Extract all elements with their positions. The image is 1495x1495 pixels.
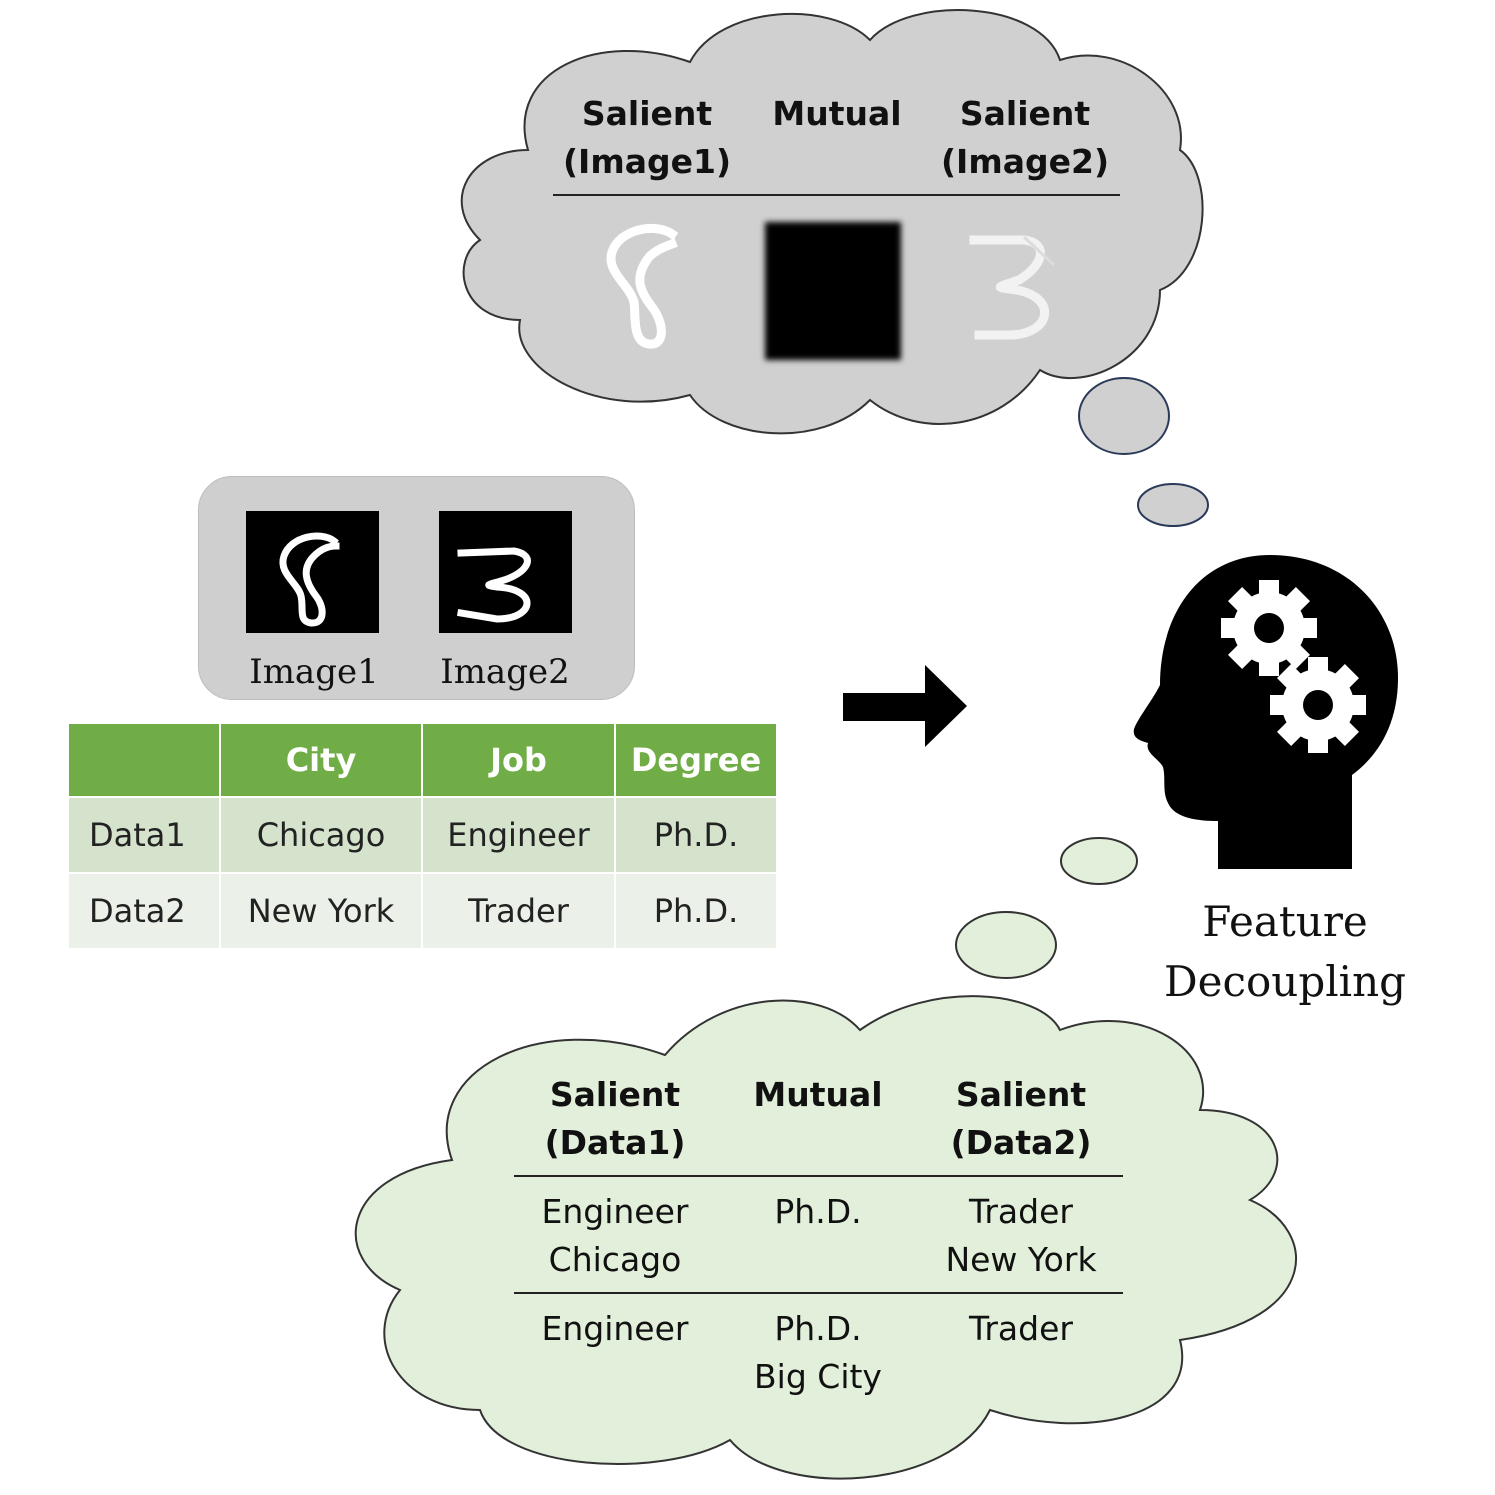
right-arrow-icon	[843, 665, 967, 747]
table-cell: Data2	[69, 874, 221, 948]
top-header-salient-image1-text: Salient (Image1)	[562, 94, 732, 181]
bottom-header-salient-data1-text: Salient (Data1)	[544, 1075, 686, 1162]
table-header-row: City Job Degree	[69, 724, 776, 798]
table-cell: Trader	[423, 874, 616, 948]
bottom-header-mutual: Mutual	[718, 1071, 918, 1119]
top-header-salient-image2: Salient (Image2)	[925, 90, 1125, 186]
digit-three-icon	[456, 547, 531, 623]
bottom-row1-salient-data1: Engineer Chicago	[541, 1192, 689, 1279]
image2-thumbnail	[439, 511, 572, 633]
table-cell: Data1	[69, 798, 221, 874]
bottom-row2-salient-data1: Engineer	[541, 1309, 689, 1348]
table-cell: Ph.D.	[616, 798, 776, 874]
table-header-job: Job	[423, 724, 616, 798]
table-row: Data2 New York Trader Ph.D.	[69, 874, 776, 948]
table-cell: Engineer	[423, 798, 616, 874]
image2-label: Image2	[440, 652, 570, 692]
table-header-city: City	[221, 724, 423, 798]
bottom-row1-mutual: Ph.D.	[774, 1192, 862, 1231]
table-cell: Ph.D.	[616, 874, 776, 948]
bottom-row2-mutual: Ph.D. Big City	[754, 1309, 882, 1396]
table-header-degree: Degree	[616, 724, 776, 798]
top-thought-cloud	[460, 9, 1204, 435]
table-row: Data1 Chicago Engineer Ph.D.	[69, 798, 776, 874]
bottom-row1-salient-data2: Trader New York	[945, 1192, 1097, 1279]
thought-bubble-small-top	[1137, 483, 1209, 527]
table-cell: New York	[221, 874, 423, 948]
thought-bubble-small-bottom	[1060, 837, 1138, 885]
thought-bubble-large-top	[1078, 377, 1170, 455]
bottom-header-mutual-text: Mutual	[753, 1075, 883, 1114]
feature-decoupling-label: Feature Decoupling	[1163, 897, 1407, 1006]
thought-bubble-large-bottom	[955, 911, 1057, 979]
image1-thumbnail	[246, 511, 379, 633]
head-with-gears-icon	[1133, 555, 1398, 869]
bottom-header-salient-data2-text: Salient (Data2)	[950, 1075, 1092, 1162]
top-header-mutual-text: Mutual	[772, 94, 902, 133]
bottom-header-salient-data1: Salient (Data1)	[515, 1071, 715, 1167]
top-header-mutual: Mutual	[737, 90, 937, 138]
mutual-blurred-image	[765, 222, 901, 360]
salient-digit-three-icon	[969, 235, 1056, 340]
tabular-data-table: City Job Degree Data1 Chicago Engineer P…	[69, 724, 776, 948]
bottom-row2-salient-data2: Trader	[969, 1309, 1073, 1348]
salient-digit-eight-icon	[606, 223, 679, 349]
table-cell: Chicago	[221, 798, 423, 874]
top-header-salient-image2-text: Salient (Image2)	[940, 94, 1110, 181]
bottom-thought-cloud	[354, 995, 1297, 1480]
bottom-header-salient-data2: Salient (Data2)	[921, 1071, 1121, 1167]
digit-eight-icon	[279, 532, 340, 627]
top-header-salient-image1: Salient (Image1)	[547, 90, 747, 186]
table-header-blank	[69, 724, 221, 798]
image1-label: Image1	[249, 652, 379, 692]
